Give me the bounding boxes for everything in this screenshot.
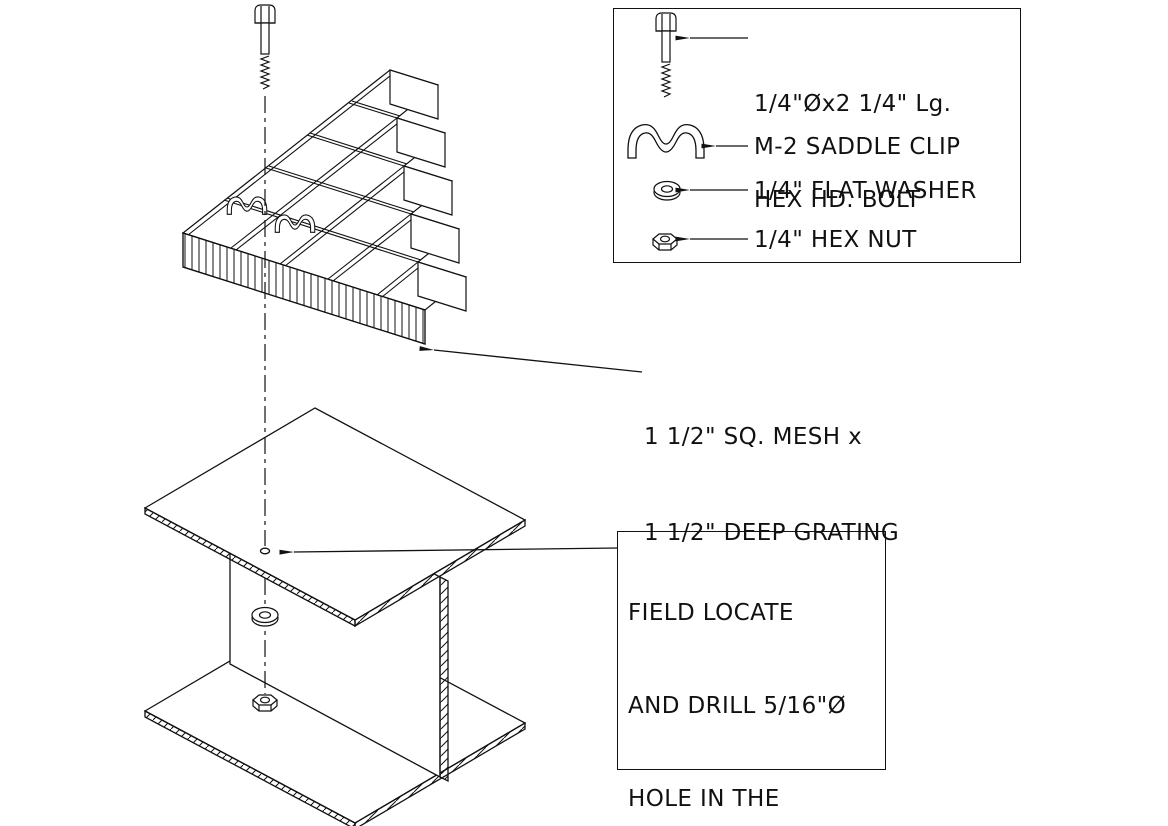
grating-bar-ends — [389, 69, 467, 312]
grating-leader-line — [419, 346, 643, 373]
grating-drawing — [181, 69, 468, 345]
grating-mesh-lines — [223, 100, 424, 298]
grating-label-line1: 1 1/2" SQ. MESH x — [644, 424, 863, 450]
legend-item-washer-label: 1/4" FLAT WASHER — [754, 178, 977, 204]
grating-label-line2: 1 1/2" DEEP GRATING — [644, 520, 900, 546]
hex-nut-on-beam — [252, 694, 278, 712]
legend-item-clip-label: M-2 SADDLE CLIP — [754, 134, 961, 160]
note-line: HOLE IN THE — [628, 786, 780, 812]
note-box — [617, 531, 886, 770]
note-leader-line — [279, 547, 619, 555]
flat-washer-on-beam — [251, 606, 279, 627]
legend-box — [613, 8, 1021, 263]
legend-item-nut-label: 1/4" HEX NUT — [754, 227, 917, 253]
legend-bolt-line1: 1/4"Øx2 1/4" Lg. — [754, 91, 952, 117]
leader-lines — [279, 35, 748, 555]
note-line: FIELD LOCATE — [628, 600, 794, 626]
grating-label: 1 1/2" SQ. MESH x 1 1/2" DEEP GRATING — [644, 357, 899, 613]
hex-bolt-drawing — [254, 4, 276, 90]
legend-bolt-line2: HEX HD. BOLT — [754, 187, 921, 213]
legend-item-bolt-label: 1/4"Øx2 1/4" Lg. HEX HD. BOLT — [754, 24, 951, 280]
beam-top-flange — [143, 407, 527, 628]
field-note: FIELD LOCATE AND DRILL 5/16"Ø HOLE IN TH… — [628, 536, 846, 826]
note-line: AND DRILL 5/16"Ø — [628, 693, 847, 719]
i-beam-drawing — [143, 407, 527, 826]
drill-hole — [259, 547, 271, 555]
